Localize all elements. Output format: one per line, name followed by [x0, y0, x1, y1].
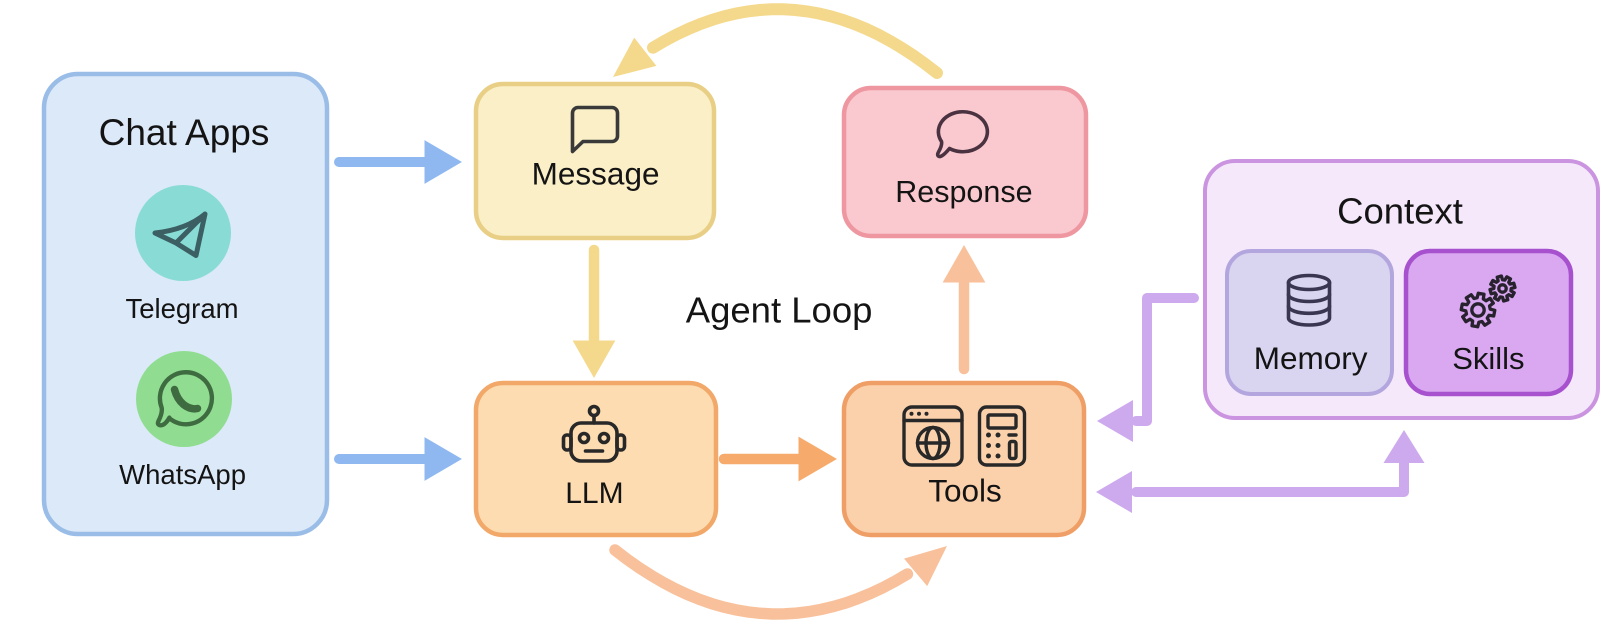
svg-text:WhatsApp: WhatsApp: [119, 459, 246, 490]
svg-text:Tools: Tools: [928, 473, 1002, 509]
svg-text:Telegram: Telegram: [125, 293, 238, 324]
svg-text:Chat Apps: Chat Apps: [99, 112, 270, 153]
svg-text:Agent Loop: Agent Loop: [686, 290, 873, 331]
svg-text:Message: Message: [532, 156, 660, 192]
svg-text:Context: Context: [1337, 191, 1463, 232]
svg-text:LLM: LLM: [565, 477, 623, 510]
svg-text:Response: Response: [895, 175, 1032, 209]
svg-text:Skills: Skills: [1452, 341, 1524, 376]
svg-text:Memory: Memory: [1254, 340, 1368, 376]
